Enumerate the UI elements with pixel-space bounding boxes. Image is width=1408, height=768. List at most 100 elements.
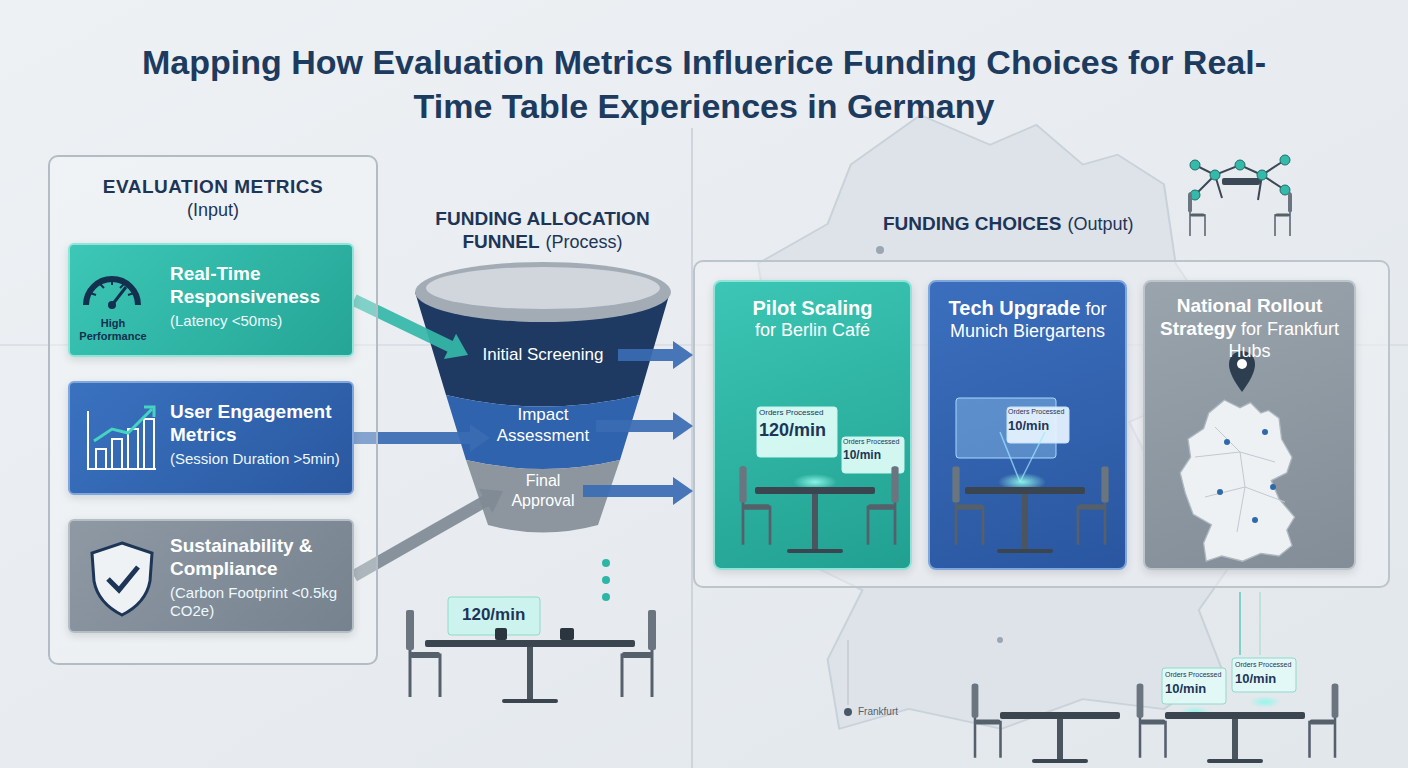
illustration-shape bbox=[406, 610, 414, 650]
node-text: for Berlin Café bbox=[723, 320, 902, 342]
node-heading: Sustainability & Compliance bbox=[170, 535, 350, 581]
node-text: (Session Duration >5min) bbox=[170, 450, 348, 468]
illustration-shape bbox=[1232, 658, 1296, 692]
flow-arrow bbox=[618, 341, 693, 369]
illustration-shape bbox=[96, 449, 106, 469]
node-text: (Carbon Footprint <0.5kg CO2e) bbox=[170, 584, 350, 621]
illustration-shape bbox=[975, 684, 1001, 758]
text-group: Tech Upgradefor Munich Biergartens bbox=[938, 296, 1117, 343]
illustration-shape bbox=[673, 341, 693, 369]
flow-arrow bbox=[596, 412, 693, 440]
node-heading: FUNDING CHOICES bbox=[883, 213, 1061, 234]
illustration-shape bbox=[1257, 170, 1267, 180]
illustration-shape bbox=[1078, 504, 1105, 509]
illustration-shape bbox=[1032, 759, 1088, 763]
illustration-shape bbox=[972, 684, 979, 718]
metric-card: Sustainability & Compliance(Carbon Footp… bbox=[68, 519, 354, 633]
text-group: Impact Assessment bbox=[490, 398, 596, 454]
illustration-shape bbox=[112, 439, 122, 469]
illustration-shape bbox=[425, 640, 635, 647]
node-heading: Impact Assessment bbox=[490, 405, 596, 446]
node-heading: EVALUATION METRICS bbox=[50, 175, 376, 198]
illustration-shape bbox=[1217, 489, 1223, 495]
process-funnel: FUNDING ALLOCATION FUNNEL(Process) Initia… bbox=[400, 205, 685, 525]
screen-reading: 10/min bbox=[843, 449, 881, 461]
illustration-shape bbox=[956, 467, 983, 545]
metric-card: High Performance Real-Time Responsiveness… bbox=[68, 243, 354, 357]
illustration-shape bbox=[1180, 400, 1294, 561]
illustration-shape bbox=[876, 246, 884, 254]
screen-reading: Orders Processed bbox=[843, 438, 899, 445]
illustration-shape bbox=[622, 652, 652, 658]
text-group: Initial Screening bbox=[468, 335, 618, 375]
illustration-shape bbox=[602, 559, 610, 601]
illustration-shape bbox=[144, 407, 154, 417]
illustration-shape bbox=[812, 494, 818, 549]
node-text: (Output) bbox=[1067, 214, 1133, 234]
screen-reading: 120/min bbox=[759, 421, 826, 439]
illustration-shape bbox=[108, 301, 116, 309]
illustration-shape bbox=[1195, 160, 1285, 200]
illustration-shape bbox=[1235, 160, 1245, 170]
illustration-shape bbox=[596, 420, 675, 432]
illustration-shape bbox=[618, 349, 675, 361]
illustration-shape bbox=[1310, 719, 1336, 724]
flow-arrow bbox=[583, 477, 693, 505]
illustration-shape bbox=[1190, 160, 1200, 170]
illustration-shape bbox=[997, 637, 1003, 643]
illustration-shape bbox=[1260, 592, 1261, 655]
text-group: Pilot Scalingfor Berlin Café bbox=[723, 296, 902, 342]
illustration-shape bbox=[495, 628, 507, 640]
text-group: High Performance bbox=[74, 317, 152, 342]
illustration-shape bbox=[997, 549, 1053, 553]
funding-card: National Rollout Strategyfor Frankfurt H… bbox=[1143, 280, 1356, 570]
illustration-shape bbox=[1137, 684, 1144, 718]
illustration-shape bbox=[410, 610, 440, 697]
illustration-shape bbox=[673, 477, 693, 505]
illustration-shape bbox=[1190, 214, 1205, 217]
text-group: Final Approval bbox=[503, 464, 583, 518]
illustration-shape bbox=[94, 409, 152, 441]
text-group: EVALUATION METRICS(Input) bbox=[50, 175, 376, 222]
screen-reading: Orders Processed bbox=[1008, 408, 1064, 415]
illustration-shape bbox=[673, 412, 693, 440]
illustration-shape bbox=[470, 424, 490, 452]
text-group: FUNDING ALLOCATION FUNNEL(Process) bbox=[400, 207, 685, 254]
illustration-shape bbox=[1022, 494, 1028, 549]
node-heading: Initial Screening bbox=[483, 345, 604, 366]
illustration-shape bbox=[602, 576, 610, 584]
illustration-shape bbox=[415, 262, 671, 322]
illustration-shape bbox=[1275, 214, 1290, 217]
text-group: FUNDING CHOICES (Output) bbox=[883, 212, 1133, 236]
illustration-shape bbox=[502, 699, 558, 703]
illustration-shape bbox=[583, 485, 675, 497]
illustration-shape bbox=[891, 467, 898, 503]
funnel-stage: Impact Assessment bbox=[490, 398, 596, 454]
illustration-shape bbox=[622, 610, 652, 697]
illustration-shape bbox=[1078, 467, 1105, 545]
illustration-shape bbox=[1310, 684, 1336, 758]
screen-reading: Orders Processed bbox=[759, 409, 823, 417]
illustration-shape bbox=[1140, 684, 1166, 758]
illustration-shape bbox=[602, 559, 610, 567]
illustration-shape bbox=[527, 647, 533, 699]
illustration-shape bbox=[1190, 155, 1290, 200]
illustration-shape bbox=[848, 640, 849, 705]
screen-reading: 10/min bbox=[1235, 672, 1276, 685]
screen-reading: 10/min bbox=[1008, 419, 1049, 432]
illustration-shape bbox=[1249, 696, 1281, 708]
node-text: Real-Time Responsiveness bbox=[170, 263, 348, 309]
illustration-shape bbox=[92, 543, 152, 615]
illustration-shape bbox=[1217, 429, 1276, 523]
illustration-shape bbox=[787, 549, 843, 553]
node-heading: User Engagement Metrics bbox=[170, 401, 348, 447]
illustration-shape bbox=[410, 652, 440, 658]
diagram-title: Mapping How Evaluation Metrics Influeric… bbox=[104, 40, 1304, 128]
illustration-shape bbox=[648, 610, 656, 650]
illustration-shape bbox=[1262, 429, 1268, 435]
node-heading: High Performance bbox=[74, 317, 152, 342]
node-text: (Input) bbox=[50, 200, 376, 222]
illustration-shape bbox=[1270, 484, 1276, 490]
